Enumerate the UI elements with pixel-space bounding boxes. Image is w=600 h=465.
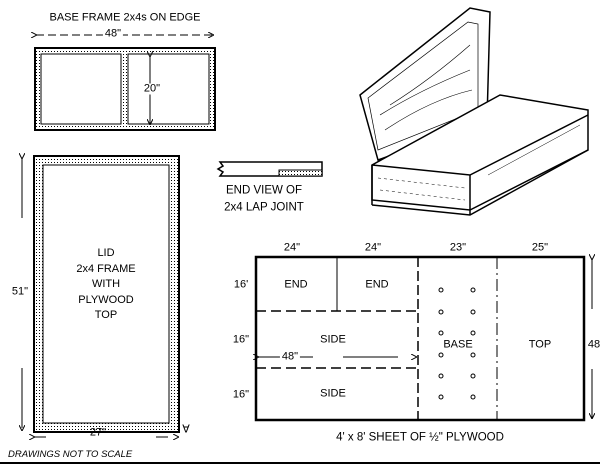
lid-label-line: PLYWOOD	[78, 293, 134, 306]
row-dim: 16"	[232, 388, 250, 401]
vent-hole	[470, 352, 476, 358]
row-dim: 16'	[233, 278, 249, 291]
vent-hole	[470, 330, 476, 336]
column-dim: 24"	[283, 241, 301, 254]
lid-width-dim: 27"	[89, 426, 107, 439]
column-dim: 23"	[449, 241, 467, 254]
piece-end: END	[365, 278, 389, 291]
vent-hole	[470, 394, 476, 400]
lid-height-dim: 51"	[11, 285, 29, 298]
lap-joint-label-1: END VIEW OF	[225, 184, 303, 197]
scale-note: DRAWINGS NOT TO SCALE	[8, 449, 133, 460]
vent-hole	[438, 373, 444, 379]
side-length-dim: 48"	[279, 350, 301, 363]
vent-hole	[438, 309, 444, 315]
base-frame-height-dim: 20"	[143, 82, 161, 95]
box-illustration	[359, 7, 589, 216]
vent-hole	[470, 287, 476, 293]
piece-top: TOP	[528, 338, 552, 351]
piece-side: SIDE	[320, 387, 346, 400]
piece-end: END	[284, 278, 308, 291]
sheet-caption: 4' x 8' SHEET OF ½" PLYWOOD	[336, 431, 504, 444]
lid-label-line: 2x4 FRAME	[76, 262, 136, 275]
vent-hole	[438, 287, 444, 293]
lid-label-line: TOP	[94, 309, 118, 322]
plywood-sheet-drawing	[256, 257, 592, 422]
vent-hole	[438, 352, 444, 358]
lid-mark: ∀	[182, 423, 190, 436]
vent-hole	[438, 330, 444, 336]
vent-hole	[470, 373, 476, 379]
lid-label: LID 2x4 FRAME WITH PLYWOOD TOP	[43, 246, 169, 324]
base-frame-width-dim: 48"	[102, 27, 124, 40]
piece-base: BASE	[443, 338, 473, 351]
lid-label-line: WITH	[91, 278, 121, 291]
lid-drawing	[22, 156, 180, 437]
vent-hole	[438, 394, 444, 400]
lid-label-line: LID	[97, 247, 115, 259]
row-dim: 16"	[232, 333, 250, 346]
vent-hole	[470, 309, 476, 315]
base-frame-drawing	[35, 35, 216, 131]
column-dim: 24"	[364, 241, 382, 254]
lap-joint-label-2: 2x4 LAP JOINT	[224, 201, 304, 214]
sheet-height-dim: 48	[587, 338, 600, 351]
column-dim: 25"	[531, 241, 549, 254]
piece-side: SIDE	[320, 333, 346, 346]
lap-joint-drawing	[216, 161, 323, 177]
base-frame-title: BASE FRAME 2x4s ON EDGE	[49, 11, 201, 24]
